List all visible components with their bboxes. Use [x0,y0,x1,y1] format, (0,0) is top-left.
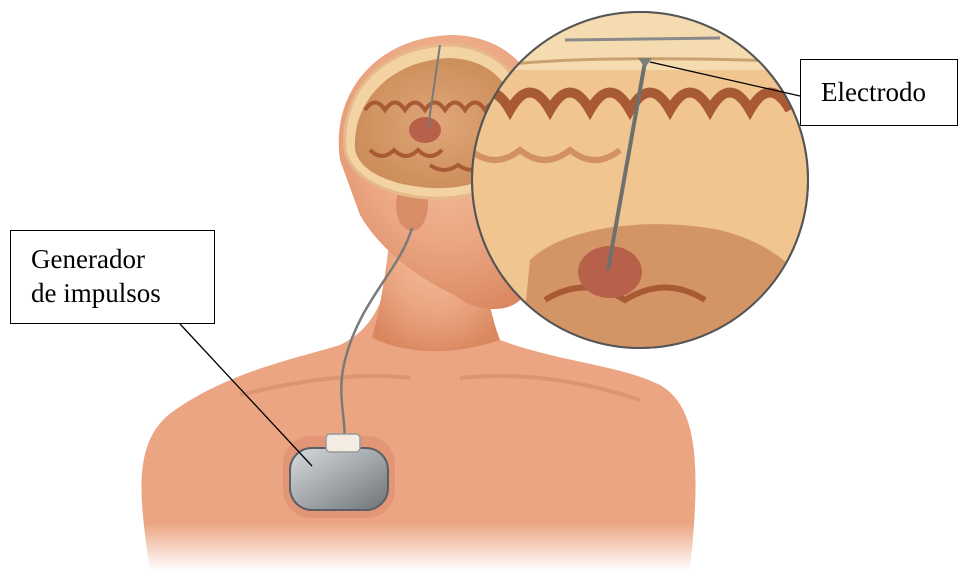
electrode-label: Electrodo [821,76,957,110]
generator-callout: Generador de impulsos [10,230,215,324]
electrode-callout: Electrodo [800,59,958,126]
target-nucleus [409,117,441,143]
magnified-inset [470,10,810,360]
pulse-generator-icon [283,434,395,518]
generator-label-line1: Generador [31,243,214,277]
generator-label-line2: de impulsos [31,277,214,311]
